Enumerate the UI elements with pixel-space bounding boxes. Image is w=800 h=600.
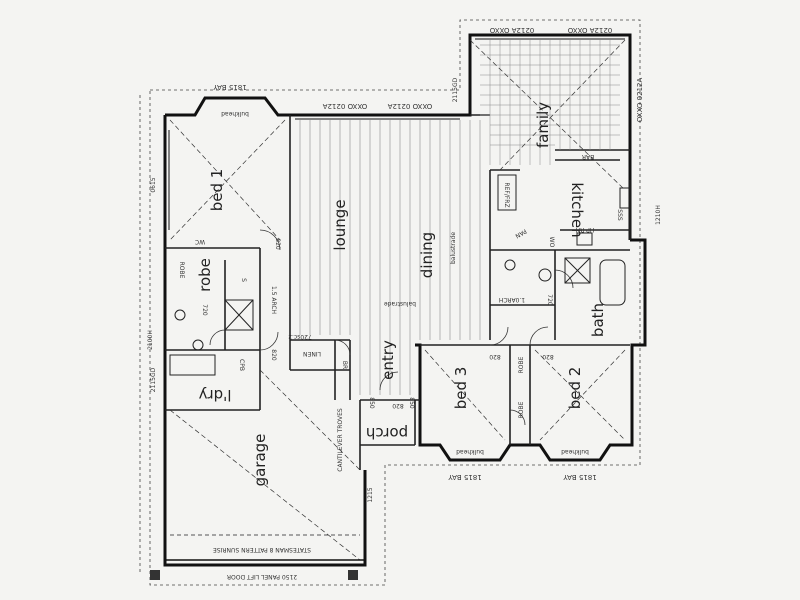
label-w615: 0615 <box>150 177 157 192</box>
label-oxxo1: OXXO 0212A <box>323 102 368 110</box>
label-wc: WC <box>195 238 205 245</box>
door-swings <box>209 229 574 426</box>
label-wo: WO <box>548 237 555 248</box>
label-sd1: 2115GD <box>452 77 459 102</box>
label-lo: 1.0ARCH <box>499 296 525 303</box>
roof-outline <box>139 19 641 586</box>
label-bulkhead3: bulkhead <box>561 448 589 455</box>
label-d720b: 720 <box>201 304 208 316</box>
label-oxxo3: 0212A OXXO <box>489 26 534 34</box>
label-ss: SSS <box>616 209 623 221</box>
label-oxxo2: OXXO 0212A <box>388 102 433 110</box>
label-hp: HP RH <box>576 226 595 233</box>
label-d820b: 820 <box>270 349 277 361</box>
room-bath: bath <box>589 303 607 337</box>
label-d850b: 850 <box>408 397 415 409</box>
room-ldry: l'dry <box>198 386 231 404</box>
label-bulkhead1: bulkhead <box>221 110 249 117</box>
fixtures <box>169 174 631 376</box>
interior-walls <box>165 114 631 470</box>
room-family: family <box>534 102 552 148</box>
label-d850: 850 <box>368 397 375 409</box>
label-w1215: 1215 <box>367 487 374 502</box>
room-entry: entry <box>379 340 397 380</box>
room-bed1: bed 1 <box>208 169 226 212</box>
label-arch: 1.5 ARCH <box>270 286 277 314</box>
label-oxxo5: OXXO 0212A <box>636 78 644 123</box>
label-bay3: 1815 BAY <box>563 473 597 481</box>
label-balustrade1: balustrade <box>450 232 457 264</box>
label-cantilever: CANTILEVER TROVES <box>337 408 344 472</box>
label-ref: REF/FRZ <box>503 182 510 207</box>
room-robe: robe <box>196 258 214 292</box>
label-bay1: 1815 BAY <box>213 83 247 91</box>
room-kitchen: kitchen <box>568 182 586 237</box>
hip-lines <box>169 39 626 561</box>
label-br: BR <box>341 361 348 369</box>
label-w1210: 1210H <box>655 205 662 225</box>
label-sunrise: STATESMAN 8 PATTERN SUNRISE <box>213 546 311 553</box>
room-garage: garage <box>251 434 269 487</box>
label-h2100: 2100H <box>147 330 154 350</box>
label-sd2: 2115GD <box>150 367 157 392</box>
label-robe1: ROBE <box>178 262 185 279</box>
label-bulkhead2: bulkhead <box>456 448 484 455</box>
room-bed2: bed 2 <box>566 367 584 410</box>
label-s: S <box>240 278 247 282</box>
floorboards <box>299 120 481 395</box>
room-porch: porch <box>366 424 408 442</box>
label-d820d: 820 <box>489 353 501 360</box>
label-bar: BAR <box>582 153 594 160</box>
tile-grid <box>480 40 620 165</box>
label-door: 2150 PANEL LIFT DOOR <box>227 573 297 580</box>
label-d820a: 820 <box>274 238 281 250</box>
label-oxxo4: 0212A OXXO <box>567 26 612 34</box>
label-robe3: ROBE <box>518 401 525 418</box>
label-robe2: ROBE <box>518 356 525 373</box>
garage-door <box>150 534 365 580</box>
windows <box>164 34 625 230</box>
label-d820c: 820 <box>392 402 404 409</box>
label-balustrade2: balustrade <box>384 300 416 307</box>
room-dining: dining <box>418 232 436 278</box>
label-bay2: 1815 BAY <box>448 473 482 481</box>
label-linen: LINEN <box>303 350 321 357</box>
label-tag: 720sc.2 <box>288 333 312 340</box>
room-bed3: bed 3 <box>452 367 470 410</box>
room-lounge: lounge <box>331 199 349 250</box>
label-d720: 720 <box>546 294 553 306</box>
label-pan: PAN <box>514 227 528 239</box>
label-d820e: 820 <box>542 353 554 360</box>
label-cpb: CPB <box>238 359 245 371</box>
